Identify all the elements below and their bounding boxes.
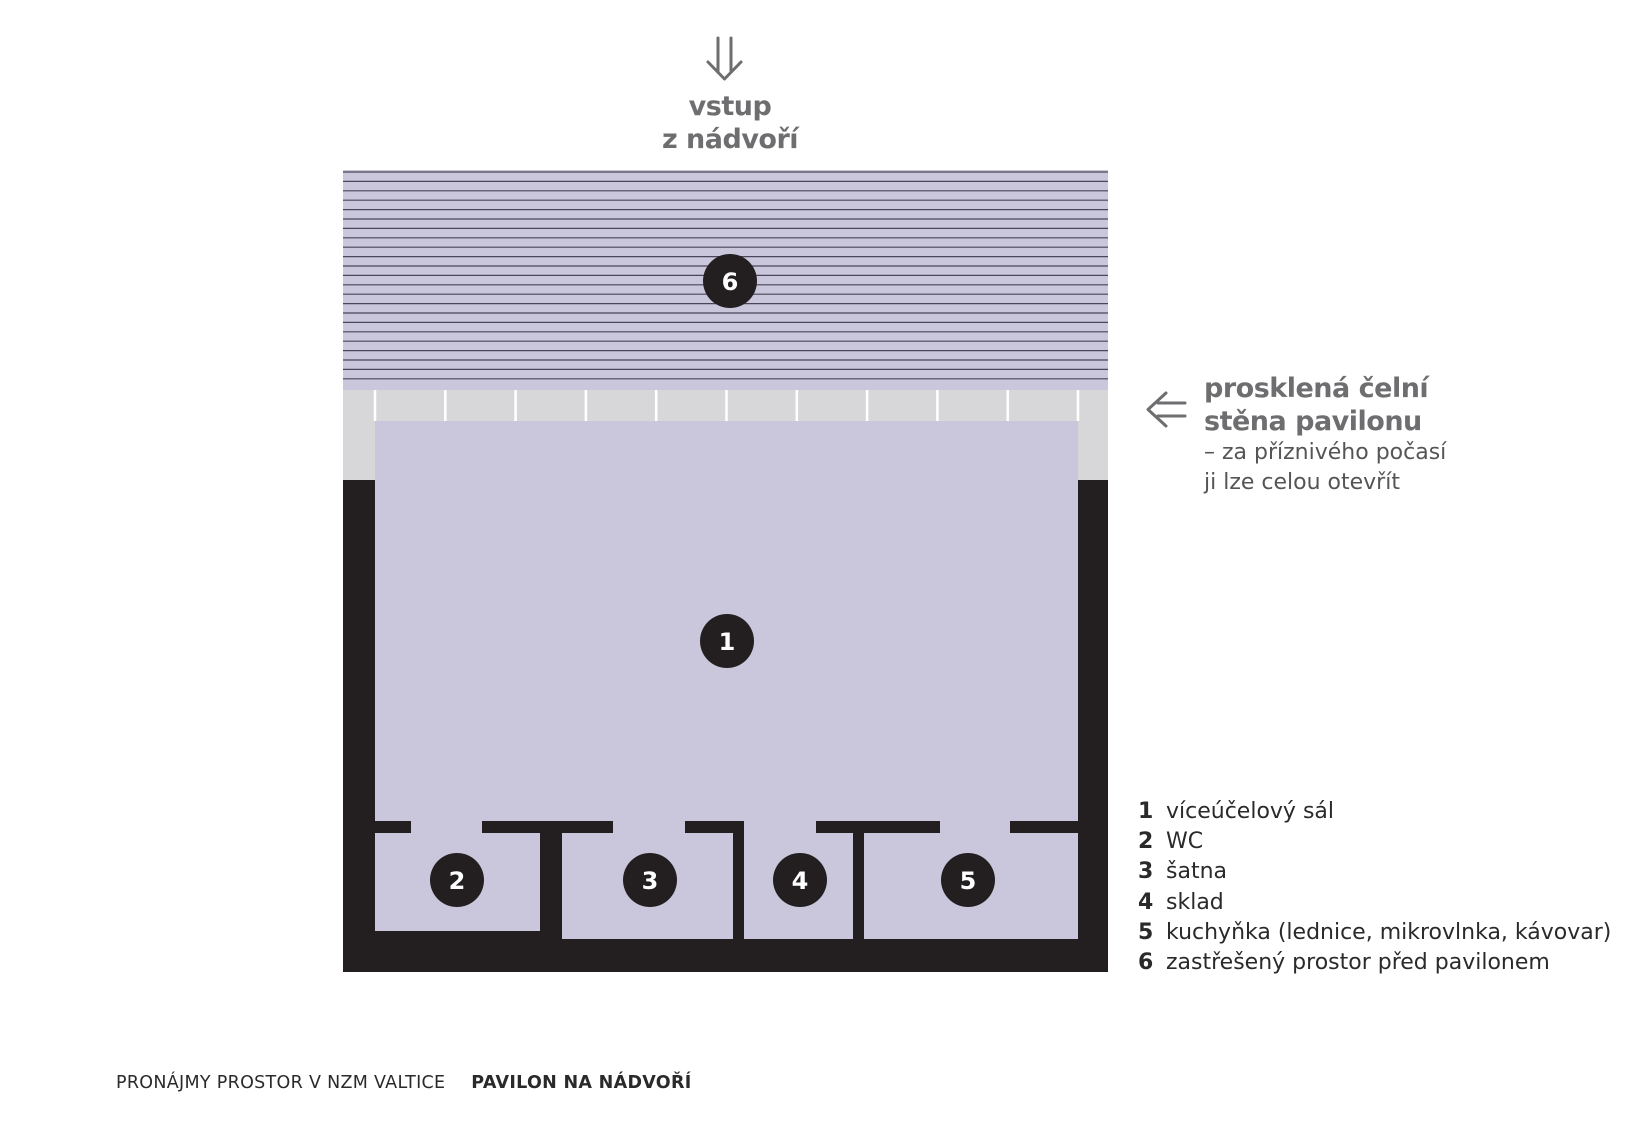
marker-2: 2 <box>430 853 484 907</box>
marker-3: 3 <box>623 853 677 907</box>
marker-1: 1 <box>700 614 754 668</box>
svg-text:2: 2 <box>449 867 466 895</box>
legend-number: 1 <box>1138 799 1154 824</box>
legend-label: šatna <box>1166 859 1227 885</box>
legend-item: 6 zastřešený prostor před pavilonem <box>1138 948 1611 978</box>
glass-wall-title-line2: stěna pavilonu <box>1204 406 1422 437</box>
footer-right: PAVILON NA NÁDVOŘÍ <box>471 1073 692 1093</box>
legend-number: 4 <box>1138 889 1154 915</box>
legend-label: sklad <box>1166 889 1224 915</box>
svg-text:5: 5 <box>960 867 977 895</box>
entry-label-line2: z nádvoří <box>661 124 799 155</box>
legend-item: 1 víceúčelový sál <box>1138 797 1611 827</box>
left-arrow-icon <box>1146 391 1187 428</box>
legend-item: 2 WC <box>1138 827 1611 857</box>
legend-item: 3 šatna <box>1138 857 1611 887</box>
svg-text:6: 6 <box>722 268 739 296</box>
entry-label: vstup z nádvoří <box>600 90 860 156</box>
footer: PRONÁJMY PROSTOR V NZM VALTICE PAVILON N… <box>116 1073 692 1093</box>
legend-label: víceúčelový sál <box>1166 799 1334 824</box>
legend-label: kuchyňka (lednice, mikrovlnka, kávovar) <box>1166 919 1612 945</box>
legend-number: 2 <box>1138 829 1154 855</box>
legend-number: 3 <box>1138 859 1154 885</box>
svg-text:3: 3 <box>642 867 659 895</box>
legend: 1 víceúčelový sál 2 WC 3 šatna 4 sklad 5 kuch… <box>1138 797 1611 978</box>
glass-wall-note-line2: ji lze celou otevřít <box>1204 470 1400 495</box>
entry-arrow-icon <box>706 36 743 81</box>
glass-wall-label: prosklená čelní stěna pavilonu – za příz… <box>1204 372 1624 498</box>
legend-label: zastřešený prostor před pavilonem <box>1166 949 1550 975</box>
legend-label: WC <box>1166 829 1204 855</box>
marker-4: 4 <box>773 853 827 907</box>
legend-number: 5 <box>1138 919 1154 945</box>
internal-walls <box>375 821 1078 941</box>
glass-wall-note-line1: – za příznivého počasí <box>1204 440 1447 465</box>
marker-6: 6 <box>703 254 757 308</box>
legend-number: 6 <box>1138 949 1154 975</box>
marker-5: 5 <box>941 853 995 907</box>
legend-item: 5 kuchyňka (lednice, mikrovlnka, kávovar) <box>1138 918 1611 948</box>
footer-left: PRONÁJMY PROSTOR V NZM VALTICE <box>116 1073 446 1093</box>
legend-item: 4 sklad <box>1138 888 1611 918</box>
svg-text:1: 1 <box>719 628 736 656</box>
glass-wall-title-line1: prosklená čelní <box>1204 373 1429 404</box>
svg-text:4: 4 <box>792 867 809 895</box>
entry-label-line1: vstup <box>688 91 772 122</box>
